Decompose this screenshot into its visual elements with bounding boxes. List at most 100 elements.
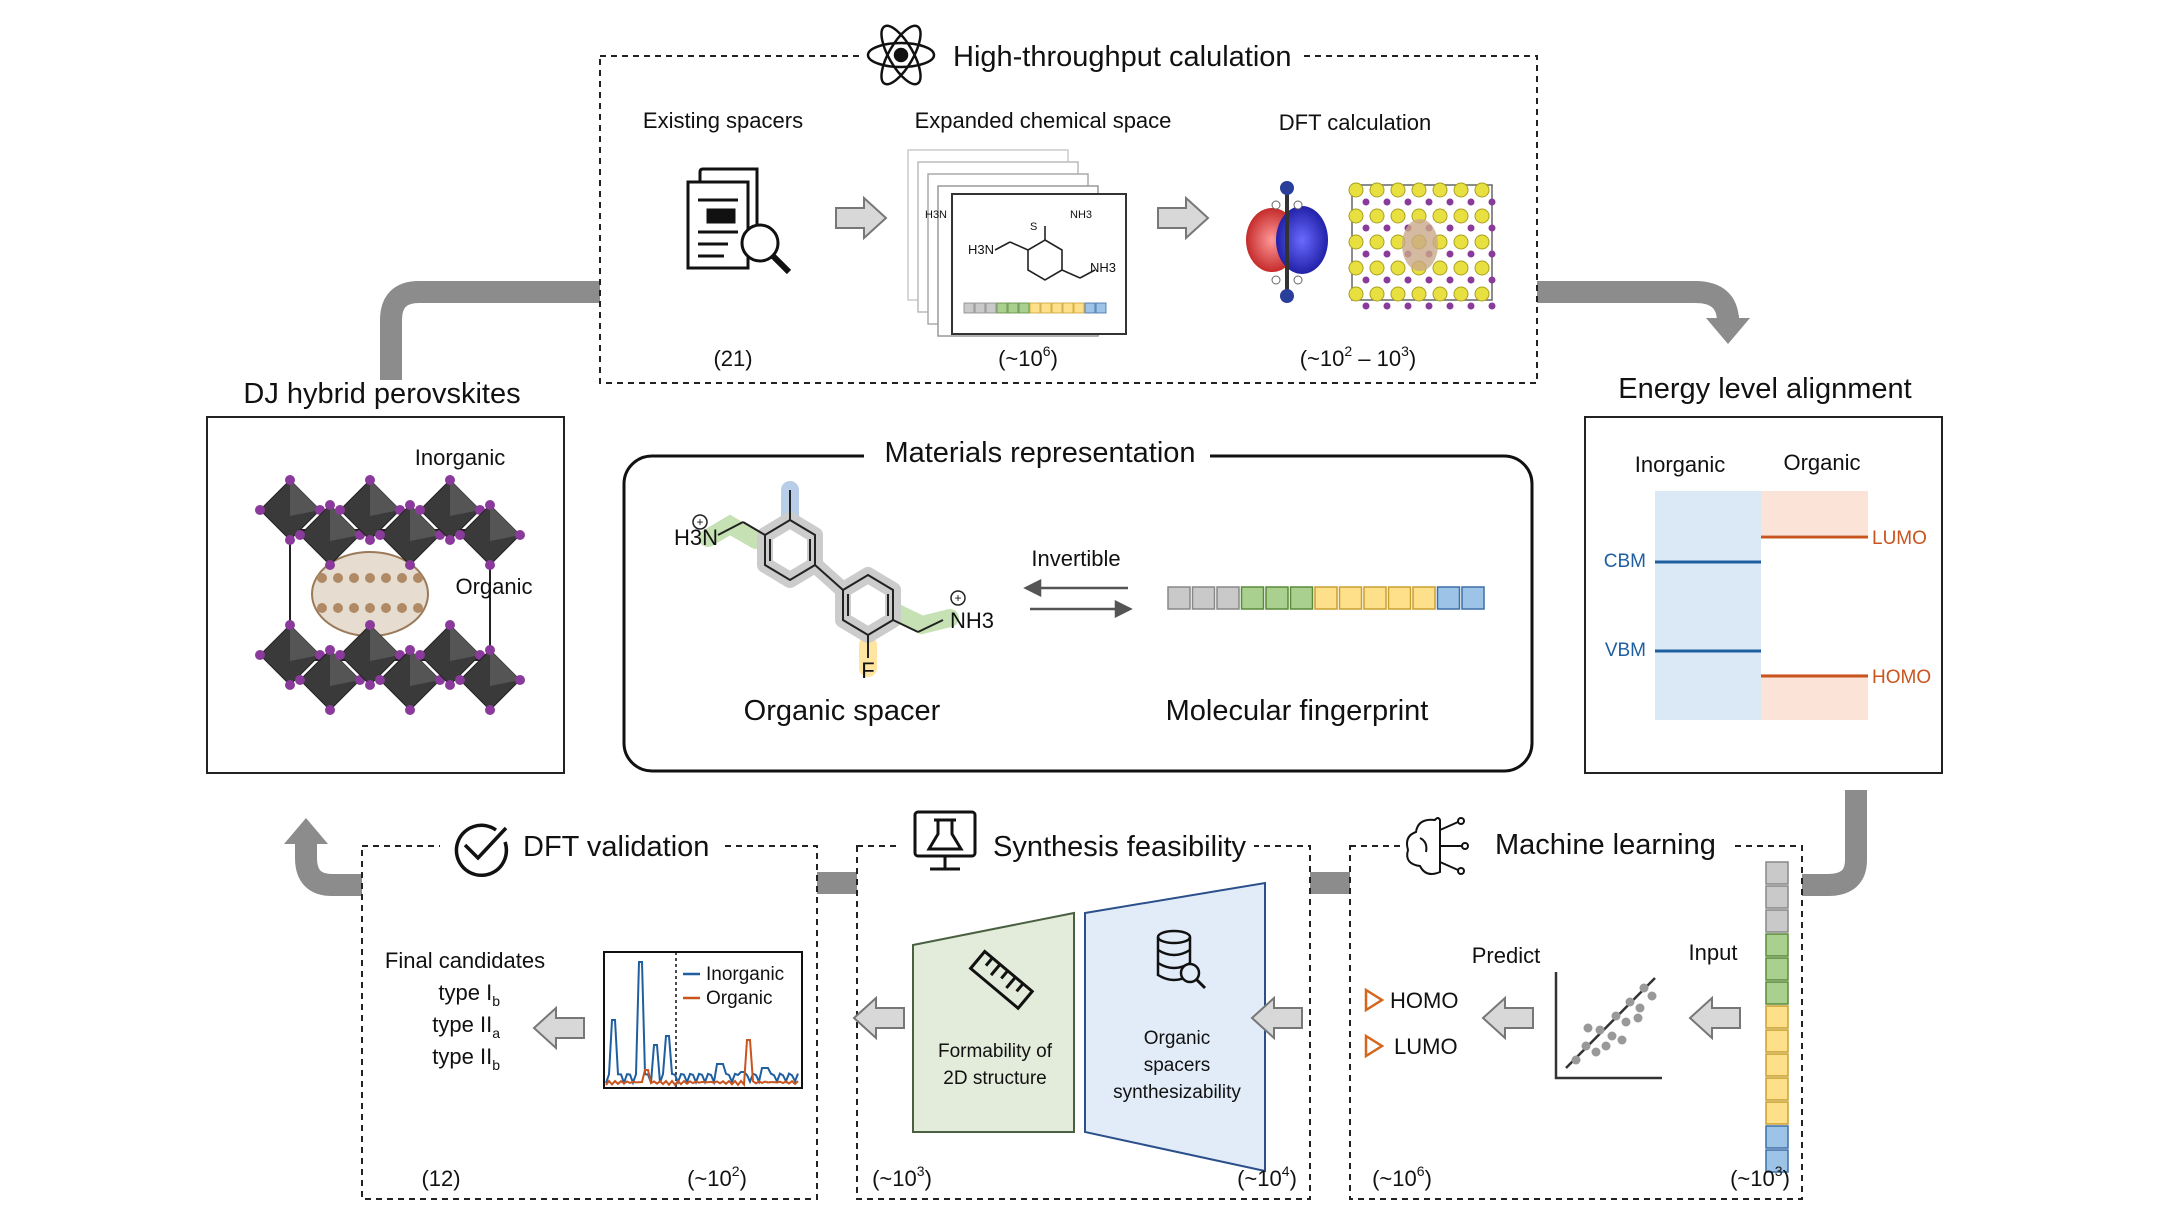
organic-label-2: spacers: [1144, 1055, 1211, 1076]
carbon-atom: [317, 573, 327, 583]
materials-title: Materials representation: [884, 437, 1195, 469]
ht-arrow-1: [835, 195, 888, 241]
carbon-atom: [365, 603, 375, 613]
density-lobe: [1369, 234, 1385, 250]
ml-fingerprint-bit: [1765, 1077, 1789, 1101]
halide-atom: [485, 705, 495, 715]
ht-title: High-throughput calulation: [953, 41, 1292, 73]
fingerprint-bit: [1167, 586, 1191, 610]
halide-atom: [285, 680, 295, 690]
density-lobe: [1390, 208, 1406, 224]
energy-organic-label: Organic: [1783, 450, 1860, 475]
dj-inorganic-label: Inorganic: [415, 445, 506, 470]
ht-halide-atom: [1362, 198, 1370, 206]
halide-atom: [255, 505, 265, 515]
ht-halide-atom: [1467, 302, 1475, 310]
ht-halide-atom: [1488, 250, 1496, 258]
octahedron-face: [490, 505, 520, 541]
dft-calc-label: DFT calculation: [1279, 110, 1431, 135]
flow-arrowhead-energy: [1706, 318, 1750, 344]
flow-arrow-dft-to-dj: [295, 842, 362, 896]
ht-halide-atom: [1446, 198, 1454, 206]
halide-atom: [325, 645, 335, 655]
dft-validation-panel: DFT validation Final candidates type Ib …: [361, 823, 818, 1200]
fingerprint-bit: [1363, 586, 1387, 610]
halide-atom: [375, 530, 385, 540]
homo-label: HOMO: [1872, 667, 1931, 688]
card-fingerprint-bit: [1073, 302, 1085, 314]
count-dft-in: (~102): [687, 1163, 747, 1191]
fingerprint-bit: [1436, 586, 1461, 610]
ml-homo-label: HOMO: [1390, 988, 1458, 1013]
octahedron-face: [450, 625, 480, 661]
ht-halide-atom: [1446, 250, 1454, 258]
legend-organic-label: Organic: [706, 988, 773, 1009]
halide-atom: [485, 560, 495, 570]
density-lobe: [1369, 208, 1385, 224]
organic-label-3: synthesizability: [1113, 1082, 1241, 1103]
dos-inorganic-curve: [605, 961, 799, 1086]
scatter-point: [1625, 997, 1635, 1007]
formability-label-2: 2D structure: [943, 1068, 1046, 1089]
existing-spacers-label: Existing spacers: [643, 108, 803, 133]
halide-atom: [405, 560, 415, 570]
density-lobe: [1411, 182, 1427, 198]
ml-arrow-in: [1688, 995, 1741, 1041]
card-fingerprint-bit: [974, 302, 986, 314]
card-fingerprint-bit: [1029, 302, 1041, 314]
organic-homo-region: [1761, 674, 1868, 720]
ht-organic-core: [1402, 219, 1438, 271]
lumo-triangle-icon: [1364, 1033, 1385, 1059]
ml-lumo-label: LUMO: [1394, 1034, 1458, 1059]
density-lobe: [1411, 286, 1427, 302]
type-ib-label: type Ib: [438, 980, 500, 1009]
homo-triangle-icon: [1364, 987, 1385, 1013]
scatter-point: [1647, 991, 1657, 1001]
ht-arrow-2: [1157, 195, 1210, 241]
scatter-point: [1571, 1055, 1581, 1065]
ht-halide-atom: [1488, 224, 1496, 232]
ml-fingerprint-bit: [1765, 1125, 1789, 1149]
brain-circuit-icon: [1406, 817, 1469, 875]
halide-atom: [365, 535, 375, 545]
cbm-label: CBM: [1604, 551, 1646, 572]
organic-label-1: Organic: [1144, 1028, 1211, 1049]
halide-atom: [445, 475, 455, 485]
scatter-point: [1591, 1047, 1601, 1057]
molecule-cards: H3N NH3 S H3N NH3: [907, 149, 1127, 337]
density-lobe: [1474, 234, 1490, 250]
halide-atom: [365, 475, 375, 485]
fingerprint-bit: [1240, 586, 1265, 610]
density-lobe: [1474, 260, 1490, 276]
halide-atom: [445, 535, 455, 545]
ht-halide-atom: [1425, 198, 1433, 206]
fingerprint-bit: [1216, 586, 1240, 610]
energy-inorganic-label: Inorganic: [1635, 452, 1726, 477]
database-search-icon: [1156, 929, 1207, 990]
count-ml-in: (~103): [1730, 1163, 1790, 1191]
halide-atom: [405, 705, 415, 715]
machine-learning-panel: Machine learning Input Predict HOMO LUMO…: [1349, 817, 1803, 1200]
halide-atom: [415, 505, 425, 515]
ml-input-fingerprint: [1765, 861, 1789, 1173]
inorganic-band-region: [1655, 491, 1761, 720]
ml-fingerprint-bit: [1765, 981, 1789, 1005]
density-lobe: [1474, 208, 1490, 224]
ht-halide-atom: [1362, 276, 1370, 284]
halide-atom: [335, 650, 345, 660]
density-lobe: [1474, 182, 1490, 198]
carbon-atom: [333, 573, 343, 583]
density-lobe: [1348, 208, 1364, 224]
ml-fingerprint-bit: [1765, 1005, 1789, 1029]
ht-halide-atom: [1446, 276, 1454, 284]
count-expanded: (~106): [998, 343, 1058, 371]
dft-validation-title: DFT validation: [523, 831, 709, 863]
octahedron-face: [370, 480, 400, 516]
density-lobe: [1474, 286, 1490, 302]
card-fingerprint-bit: [1051, 302, 1063, 314]
card-amine-right: NH3: [1090, 260, 1116, 275]
synth-arrow-out: [852, 995, 905, 1041]
scatter-point: [1583, 1023, 1593, 1033]
flow-arrow-ht-to-energy: [1537, 281, 1739, 323]
